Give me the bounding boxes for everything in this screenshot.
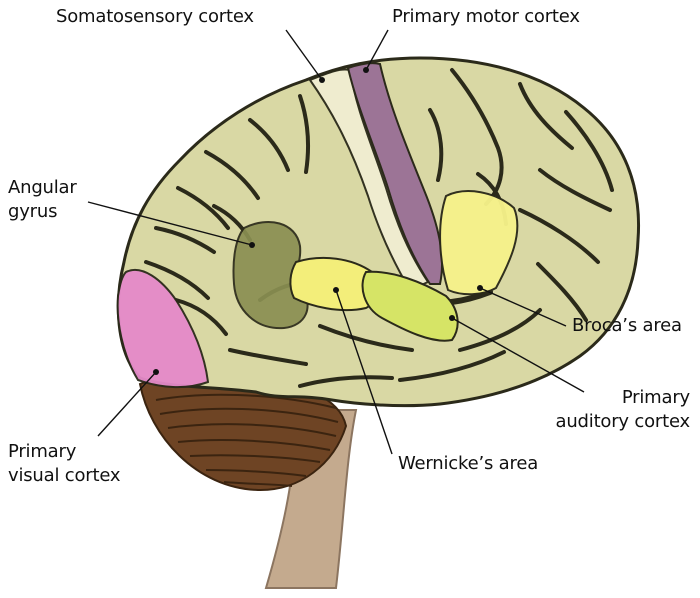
label-angular-gyrus-line-2: gyrus [8,201,58,222]
primary-visual-cortex-area [116,269,210,389]
label-angular-gyrus: Angular gyrus [8,176,77,224]
label-primary-visual-cortex: Primary visual cortex [8,440,121,488]
leader-endpoints [153,67,483,375]
leader-lines [87,29,585,455]
label-primary-motor-cortex: Primary motor cortex [392,6,580,27]
label-primary-visual-cortex-line-1: Primary [8,441,77,462]
angular-gyrus-area [232,221,309,330]
label-primary-auditory-cortex-line-1: Primary [621,387,690,408]
wernickes-area [289,256,378,312]
label-brocas-area: Broca’s area [572,315,682,336]
cerebrum [116,56,641,408]
label-primary-visual-cortex-line-2: visual cortex [8,465,121,486]
label-angular-gyrus-line-1: Angular [8,177,77,198]
label-primary-auditory-cortex: Primary auditory cortex [556,386,691,434]
label-wernickes-area: Wernicke’s area [398,453,539,474]
primary-auditory-cortex-area [361,270,459,342]
label-primary-auditory-cortex-line-2: auditory cortex [555,411,691,432]
label-somatosensory-cortex: Somatosensory cortex [56,6,254,27]
sulci [144,68,614,388]
brocas-area [439,190,519,296]
cerebellum-folds [155,393,339,487]
